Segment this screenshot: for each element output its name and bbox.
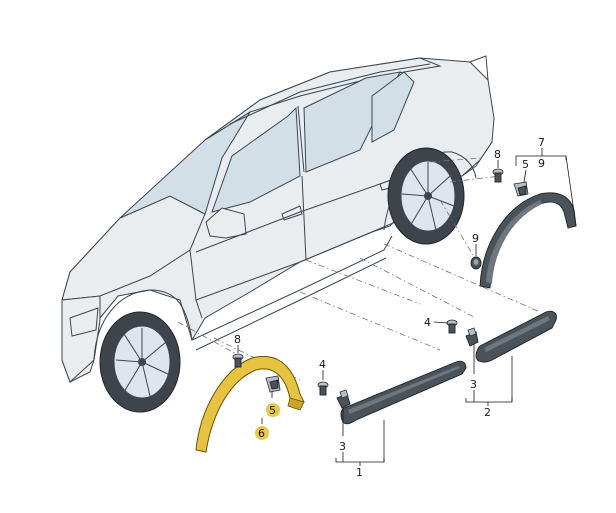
- car-door-crease: [195, 219, 401, 301]
- part-3-clip-a: [336, 389, 351, 409]
- callout-8-front: 8: [234, 333, 241, 346]
- callout-7: 7: [538, 136, 545, 149]
- car-front-window: [211, 106, 301, 213]
- part-5-rear-clip: [513, 181, 529, 197]
- part-9-grommet: [470, 256, 482, 270]
- car-sill: [191, 235, 393, 341]
- callout-2: 2: [484, 406, 491, 419]
- part-6-front-arch-trim: [195, 355, 305, 453]
- car-sill-lower: [195, 257, 387, 351]
- callout-4-front: 4: [319, 358, 326, 371]
- car-b-pillar: [297, 105, 305, 173]
- callout-6: 6: [258, 427, 265, 440]
- car-front-arch: [93, 289, 193, 361]
- car-quarter-window: [371, 71, 415, 143]
- front-arch-trim: [195, 355, 305, 453]
- callout-6-highlight: [255, 426, 269, 440]
- car-front-handle: [281, 205, 303, 221]
- callout-1: 1: [356, 466, 363, 479]
- part-7-rear-arch-trim: [479, 192, 577, 289]
- callout-labels: 1 2 3 3 4 4 5 5 6 7 8 8 9 9: [234, 136, 545, 479]
- callout-8-rear: 8: [494, 148, 501, 161]
- part-1-front-door-moulding: [340, 360, 467, 425]
- car-illustration: [61, 55, 495, 413]
- callout-9-grommet: 9: [472, 232, 479, 245]
- car-rear-hub: [424, 192, 432, 200]
- callout-9-bracket: 9: [538, 157, 545, 170]
- part-3-clip-b: [465, 327, 479, 347]
- callout-5-front-highlight: [266, 403, 280, 417]
- car-front-spokes: [115, 328, 169, 397]
- car-front-hub: [138, 358, 146, 366]
- car-mirror: [205, 207, 247, 239]
- callout-5-rear: 5: [522, 158, 529, 171]
- callout-3-rear: 3: [470, 378, 477, 391]
- car-headlight: [69, 307, 99, 337]
- callout-4-rear: 4: [424, 316, 431, 329]
- assembly-guides: [177, 157, 541, 381]
- part-8-front-screw: [232, 353, 244, 368]
- car-rear-door-line: [301, 175, 307, 261]
- callout-5-front: 5: [269, 404, 276, 417]
- car-tail: [469, 55, 489, 81]
- car-rear-bumper: [461, 141, 493, 177]
- callout-3-front: 3: [339, 440, 346, 453]
- part-4-screw-a: [317, 381, 329, 396]
- part-5-front-clip: [265, 375, 281, 393]
- part-8-rear-screw: [492, 168, 504, 183]
- car-roof-rail: [229, 63, 431, 125]
- part-2-rear-door-moulding: [475, 310, 557, 363]
- part-4-screw-b: [446, 319, 458, 334]
- leader-lines: [237, 148, 577, 466]
